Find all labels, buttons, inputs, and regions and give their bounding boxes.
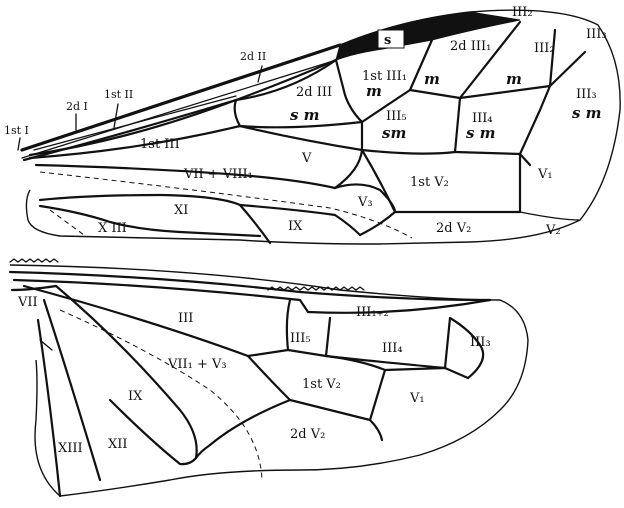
label-iii4: III₄ — [472, 111, 493, 126]
hindwing-vein-iii5 — [246, 298, 292, 358]
hindwing-vein-vii — [10, 284, 58, 292]
label-h-xii: XII — [108, 437, 128, 452]
forewing-leader-2d-ii — [257, 65, 263, 83]
label-stigma-s: s — [384, 33, 391, 48]
label-iii2-top: III₂ — [512, 5, 533, 20]
forewing-vein-cross4 — [518, 152, 532, 167]
forewing-vein-cubitus — [28, 124, 242, 160]
forewing-vein-v2 — [360, 148, 522, 214]
forewing-fold-line-2 — [49, 209, 85, 236]
label-ix: IX — [288, 219, 303, 234]
label-sm-4: s m — [466, 124, 496, 142]
forewing-vein-anal2 — [238, 203, 362, 237]
hindwing-vein-xii — [42, 298, 102, 482]
label-2d-i: 2d I — [66, 100, 88, 113]
hindwing-vein-iii12 — [306, 298, 492, 314]
label-h-vii1-v3: VII₁ + V₃ — [167, 357, 227, 372]
label-h-v1: V₁ — [409, 391, 425, 406]
forewing-vein-anal — [38, 193, 272, 245]
forewing-vein-cell-iii4 — [453, 84, 552, 156]
label-1st-iii1: 1st III₁ — [362, 69, 407, 84]
hindwing-vein-cell-1st-v2 — [246, 348, 387, 422]
hindwing-vein-short — [39, 339, 53, 351]
forewing-vein-thin1 — [33, 95, 237, 151]
forewing-vein-v3 — [333, 183, 397, 237]
forewing-fold-line — [39, 171, 413, 239]
label-1st-i: 1st I — [4, 124, 29, 137]
hindwing-labels: VII III III₁₊₂ III₅ III₄ III₃ VII₁ + V₃ … — [17, 295, 491, 456]
hindwing-vein-cross-v — [368, 418, 384, 442]
forewing-vein-2d3 — [233, 98, 364, 129]
label-sm-2: s m — [572, 104, 602, 122]
label-1st-v2: 1st V₂ — [410, 175, 449, 190]
label-iii3-top: III₃ — [586, 27, 607, 42]
forewing-outline — [21, 9, 621, 245]
forewing-costa — [20, 43, 342, 152]
hindwing-vein-2d-v2 — [194, 398, 292, 460]
label-2d-v2: 2d V₂ — [436, 221, 471, 236]
hindwing — [8, 258, 529, 498]
label-m-1: m — [366, 82, 382, 100]
label-m-2: m — [424, 70, 440, 88]
label-sm-1: s m — [290, 106, 320, 124]
forewing-stigma-box — [377, 29, 405, 49]
label-2d-ii: 2d II — [240, 50, 266, 63]
label-iii5: III₅ — [386, 109, 407, 124]
label-iii3: III₃ — [576, 87, 597, 102]
label-h-iii4: III₄ — [382, 341, 403, 356]
label-h-vii: VII — [17, 295, 38, 310]
hindwing-fold-line — [59, 309, 263, 481]
label-h-ix: IX — [128, 389, 143, 404]
label-xiii: X III — [98, 221, 127, 236]
hindwing-vein-media — [22, 284, 250, 358]
label-vii-viii1: VII + VIII₁ — [183, 167, 253, 182]
forewing-vein-v — [238, 124, 364, 190]
hindwing-vein-xiii — [36, 318, 62, 498]
label-v2: V₂ — [545, 223, 561, 238]
hindwing-vein-radius — [12, 278, 310, 314]
label-h-iii1-2: III₁₊₂ — [356, 305, 389, 320]
label-v3: V₃ — [357, 195, 373, 210]
forewing-vein-lower — [34, 163, 337, 190]
forewing-vein-edge-v2 — [519, 211, 581, 221]
forewing-leader-1st-ii — [113, 103, 119, 129]
hindwing-vein-iii3 — [443, 316, 485, 380]
label-sm-3: sm — [382, 124, 406, 142]
label-2d-iii: 2d III — [296, 85, 332, 100]
forewing-vein-anal3 — [38, 204, 262, 238]
label-2d-iii1: 2d III₁ — [450, 39, 491, 54]
forewing-vein-cell-iii5 — [360, 96, 462, 155]
forewing-vein-cross3 — [548, 28, 557, 88]
label-v: V — [301, 151, 312, 166]
hindwing-costa — [8, 270, 492, 302]
hindwing-costal-serration — [9, 258, 59, 263]
forewing-vein-rs — [234, 58, 338, 102]
forewing-vein-media — [28, 98, 238, 157]
hindwing-vein-ix — [54, 284, 198, 466]
forewing-leader-1st-i — [17, 137, 21, 151]
forewing — [17, 9, 621, 245]
label-h-xiii: XIII — [58, 441, 83, 456]
label-h-1st-v2: 1st V₂ — [302, 377, 341, 392]
label-xi: XI — [174, 203, 188, 218]
label-h-iii5: III₅ — [290, 331, 311, 346]
label-h-2d-v2: 2d V₂ — [290, 427, 325, 442]
forewing-stigma — [335, 11, 521, 61]
forewing-labels: 1st I 2d I 1st II 2d II s 2d III₁ III₂ I… — [4, 5, 607, 238]
forewing-vein-subcosta — [21, 61, 331, 159]
label-h-iii3: III₃ — [470, 335, 491, 350]
label-1st-iii: 1st III — [140, 137, 180, 152]
label-m-3: m — [506, 70, 522, 88]
label-iii2: III₂ — [534, 41, 555, 56]
hindwing-vein-v1-edge — [383, 366, 447, 372]
label-h-iii: III — [178, 311, 193, 326]
label-v1: V₁ — [537, 167, 553, 182]
label-1st-ii: 1st II — [104, 88, 133, 101]
